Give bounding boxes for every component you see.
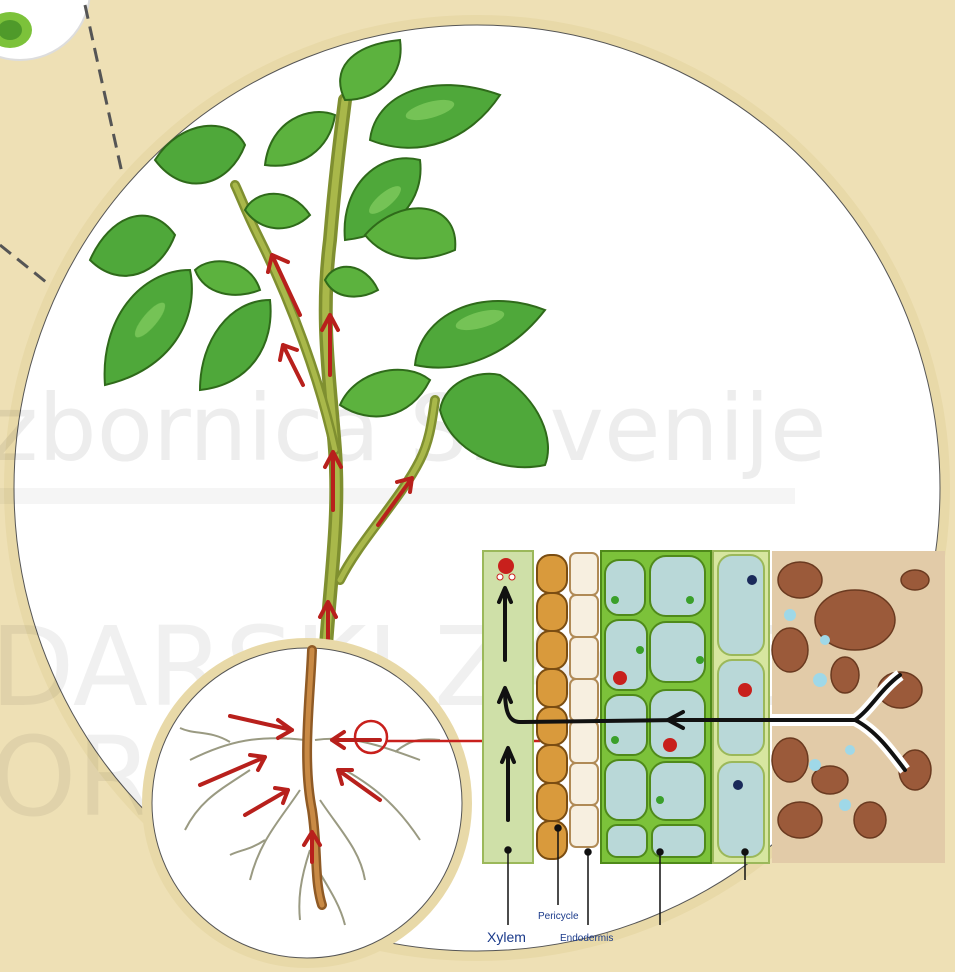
pericycle-label: Pericycle [538,911,579,922]
xylem-label: Xylem [487,929,526,945]
top-left-inset-circle [0,0,90,60]
root-inset [147,643,467,963]
endodermis-label: Endodermis [560,933,613,944]
